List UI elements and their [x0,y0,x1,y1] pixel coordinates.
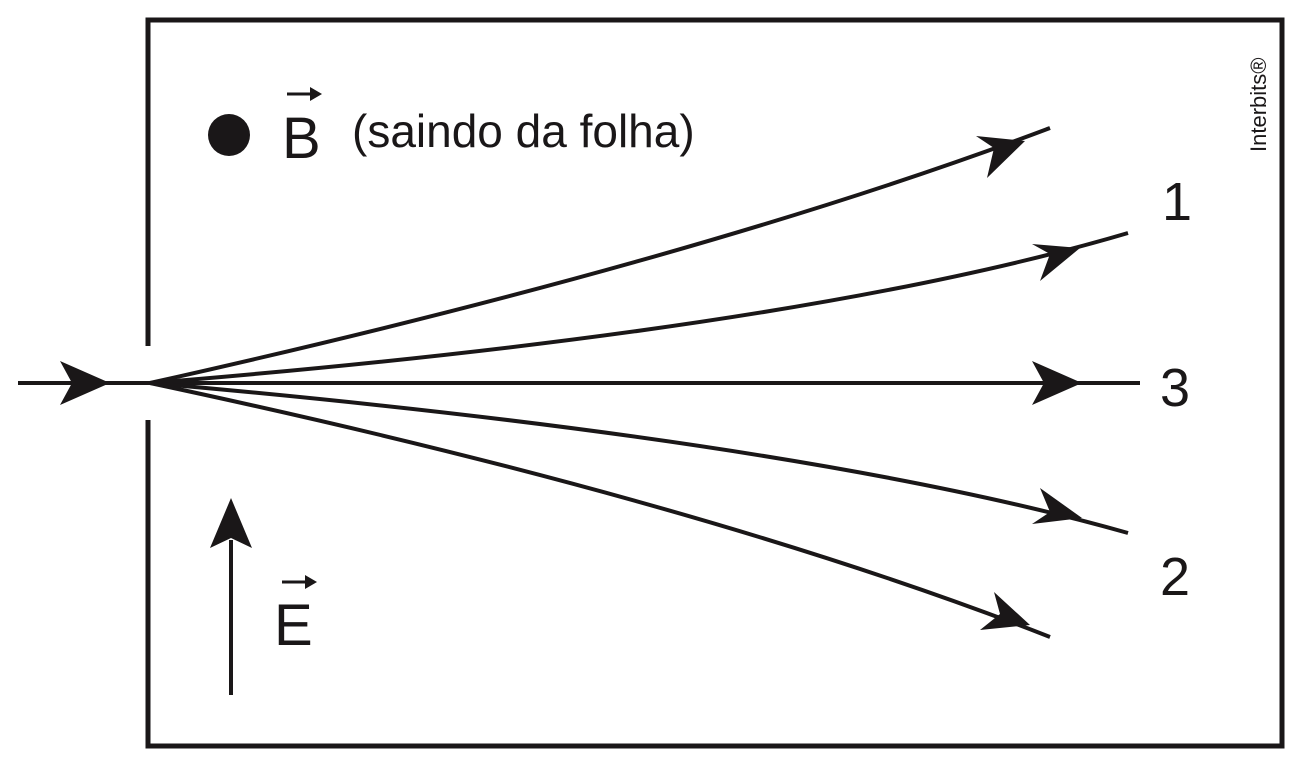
arrow-head-path-1 [1032,244,1080,281]
path-label-2: 2 [1160,547,1190,607]
arrow-head-lower-outer [980,592,1030,630]
frame-upper-wall [145,17,1285,749]
electric-field-label: E [274,593,313,658]
path-label-3: 3 [1160,358,1190,418]
trajectory-upper-outer [149,126,1051,385]
trajectory-arrow-heads [976,136,1082,630]
arrow-head-path-3 [1032,361,1082,405]
magnetic-field-note: (saindo da folha) [352,105,695,157]
arrow-head-upper-outer [976,136,1025,178]
incoming-beam [18,361,150,405]
electric-field-arrow [210,498,252,695]
magnetic-vector-arrow [287,87,322,101]
trajectory-path-2 [149,381,1129,535]
chamber-frame [145,17,1285,749]
path-label-1: 1 [1162,172,1192,232]
incoming-arrow-head [60,361,110,405]
field-out-of-page-dot [208,114,250,156]
magnetic-field-label: B [282,106,321,171]
credit-text: Interbits® [1246,58,1271,152]
electric-arrow-head [210,498,252,548]
trajectory-path-1 [149,231,1129,385]
trajectories [149,126,1140,639]
electric-vector-arrow [282,575,317,589]
arrow-head-path-2 [1032,488,1082,524]
trajectory-lower-outer [149,381,1051,639]
